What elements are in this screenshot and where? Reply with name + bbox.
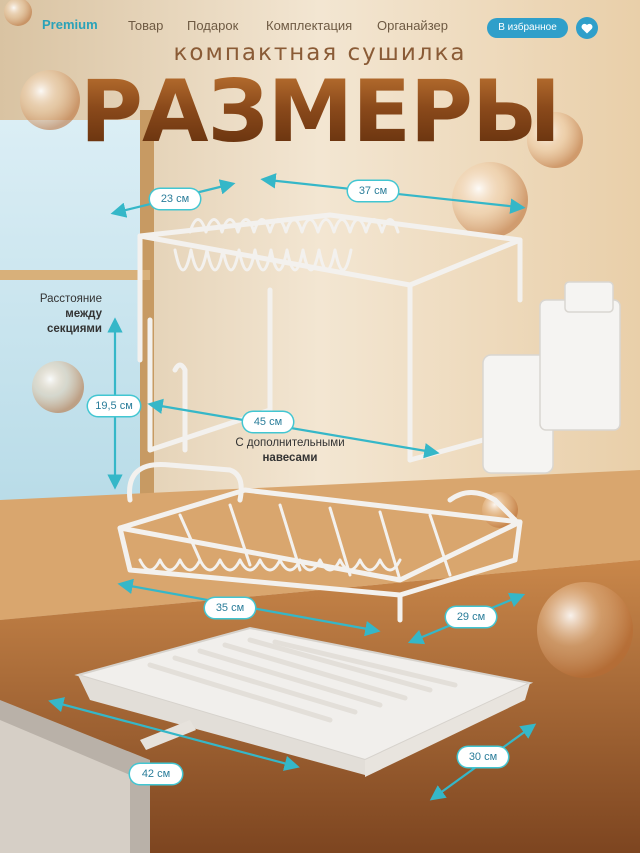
- label-lower-width: 35 см: [205, 598, 255, 618]
- nav-item-organizer[interactable]: Органайзер: [377, 18, 448, 33]
- note-gap-line1: Расстояние: [39, 293, 102, 305]
- note-hooks-line1: С дополнительными: [235, 437, 345, 449]
- page-title: РАЗМЕРЫ: [0, 62, 640, 162]
- arrow-tray-width: [48, 697, 300, 771]
- label-middle-width: 45 см: [243, 412, 293, 432]
- add-to-favorites-button[interactable]: В избранное: [487, 18, 568, 38]
- brand-link[interactable]: Premium: [42, 17, 98, 32]
- label-lower-depth: 29 см: [446, 607, 496, 627]
- heart-icon: [581, 23, 593, 34]
- label-top-depth: 23 см: [150, 189, 200, 209]
- nav-item-product[interactable]: Товар: [128, 18, 164, 33]
- label-tray-width: 42 см: [130, 764, 182, 784]
- top-nav: Premium Товар Подарок Комплектация Орган…: [0, 0, 640, 50]
- label-gap-height: 19,5 см: [88, 396, 140, 416]
- nav-item-gift[interactable]: Подарок: [187, 18, 239, 33]
- note-hooks-line2: навесами: [262, 452, 318, 464]
- arrow-middle-width: [147, 398, 440, 459]
- label-tray-depth: 30 см: [458, 747, 508, 767]
- label-top-width: 37 см: [348, 181, 398, 201]
- favorite-heart-button[interactable]: [576, 17, 598, 39]
- page-subtitle: компактная сушилка: [173, 40, 467, 66]
- nav-item-kit[interactable]: Комплектация: [266, 18, 353, 33]
- utensil-holder: [482, 281, 621, 474]
- note-gap-line3: секциями: [47, 323, 102, 335]
- note-section-gap: Расстояние между секциями: [18, 292, 102, 337]
- note-hooks: С дополнительными навесами: [205, 436, 375, 466]
- note-gap-line2: между: [65, 308, 102, 320]
